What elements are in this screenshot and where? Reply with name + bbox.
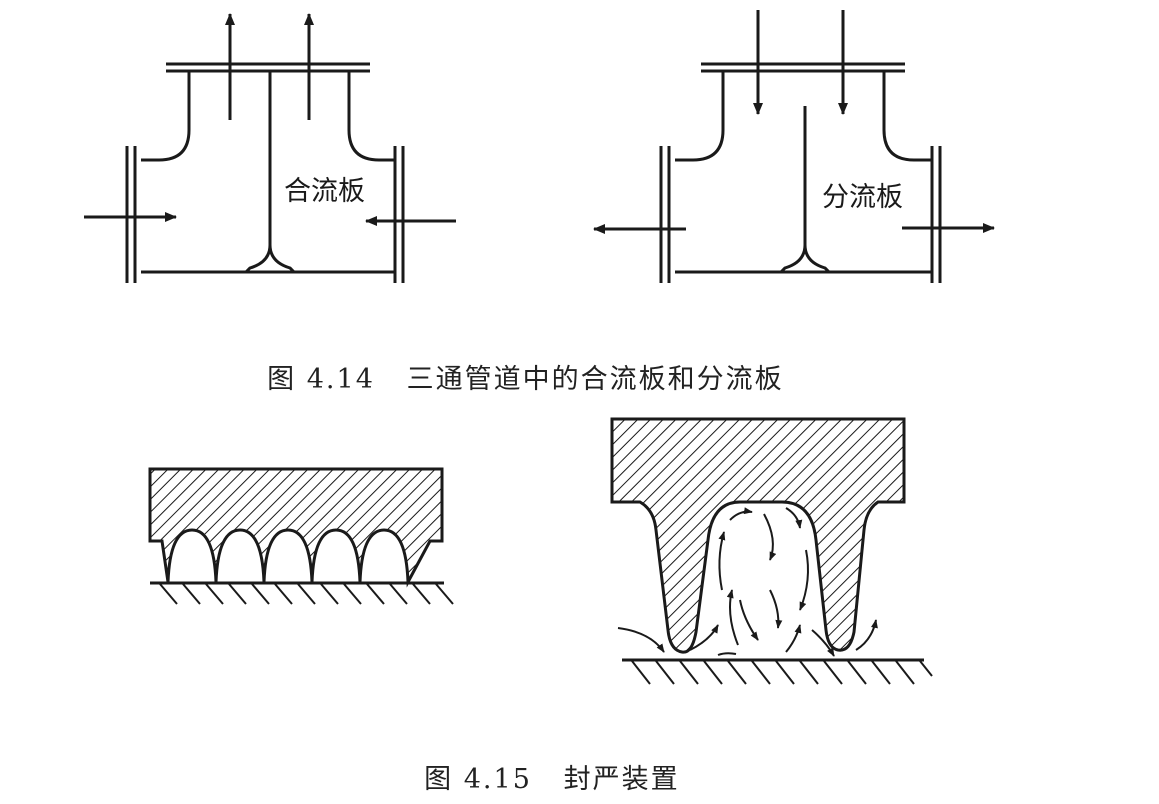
splitting-plate bbox=[779, 106, 831, 274]
merging-plate bbox=[244, 71, 296, 274]
caption-text: 封严装置 bbox=[563, 764, 680, 795]
ground-hatch bbox=[631, 660, 933, 685]
splitting-tee-diagram bbox=[593, 10, 995, 283]
labyrinth-seal-diagram bbox=[148, 467, 454, 605]
seal-vortex-diagram bbox=[610, 417, 933, 685]
caption-text: 三通管道中的合流板和分流板 bbox=[406, 364, 784, 395]
merging-tee-diagram bbox=[84, 13, 456, 283]
vortex-flow-arrows bbox=[617, 507, 878, 657]
splitting-plate-label: 分流板 bbox=[822, 182, 903, 213]
caption-number: 图 4.14 bbox=[267, 364, 375, 395]
figure-4-14-caption: 图 4.14 三通管道中的合流板和分流板 bbox=[246, 326, 784, 396]
figure-4-15-caption: 图 4.15 封严装置 bbox=[403, 726, 680, 796]
merging-plate-label: 合流板 bbox=[284, 176, 365, 207]
ground-hatch bbox=[159, 583, 454, 605]
seal-body bbox=[148, 467, 444, 588]
seal-tooth-body bbox=[610, 417, 906, 654]
caption-number: 图 4.15 bbox=[424, 764, 532, 795]
